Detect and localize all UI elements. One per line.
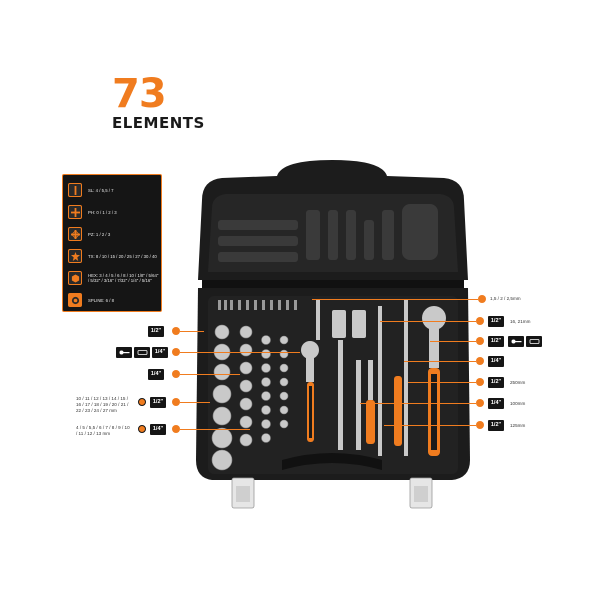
size-label: 1/2"	[488, 336, 504, 347]
size-label: 1/4"	[488, 398, 504, 409]
callout-line	[380, 321, 476, 322]
tool-case-image	[196, 160, 470, 509]
small-sockets-note: 4 / 5 / 5,5 / 6 / 7 / 8 / 9 / 10 / 11 / …	[76, 425, 130, 436]
bit-text: HEX: 3 / 4 / 5 / 6 / 8 / 10 / 1/8" / 5/6…	[88, 273, 159, 283]
bit-row-pozidriv: PZ: 1 / 2 / 3	[68, 225, 160, 243]
bits-legend-panel: SL: 4 / 5,5 / 7 PH: 0 / 1 / 2 / 3 PZ: 1 …	[62, 174, 162, 312]
spline-bit-icon	[68, 293, 82, 307]
callout-line	[180, 402, 210, 403]
bit-text: TX: 8 / 10 / 15 / 20 / 25 / 27 / 30 / 40	[88, 253, 157, 259]
socket-icon	[134, 347, 150, 358]
slotted-bit-icon	[68, 183, 82, 197]
hex-bit-icon	[68, 271, 82, 285]
size-label: 1/4"	[150, 424, 166, 435]
bit-row-hex: HEX: 3 / 4 / 5 / 6 / 8 / 10 / 1/8" / 5/6…	[68, 269, 160, 287]
size-note: 16, 21mm	[510, 319, 531, 324]
size-label: 1/2"	[150, 397, 166, 408]
headline: 73 ELEMENTS	[112, 74, 232, 132]
ratchet-icon	[508, 336, 524, 347]
callout-line	[360, 403, 476, 404]
callout-line	[384, 425, 476, 426]
bit-text: PH: 0 / 1 / 2 / 3	[88, 209, 117, 215]
callout-dot	[172, 370, 180, 378]
bit-text: SPLINE: 6 / 8	[88, 297, 115, 303]
element-word: ELEMENTS	[112, 114, 205, 132]
callout-dot	[476, 317, 484, 325]
size-label: 1/4"	[488, 356, 504, 367]
callout-dot	[172, 425, 180, 433]
bit-row-torx: TX: 8 / 10 / 15 / 20 / 25 / 27 / 30 / 40	[68, 247, 160, 265]
callout-dot	[172, 327, 180, 335]
callout-line	[404, 361, 476, 362]
callout-dot	[172, 348, 180, 356]
large-sockets-note: 10 / 11 / 12 / 13 / 14 / 15 / 16 / 17 / …	[76, 396, 129, 413]
ratchet-icon	[116, 347, 132, 358]
callout-line	[180, 374, 240, 375]
callout-line	[312, 299, 478, 300]
phillips-bit-icon	[68, 205, 82, 219]
size-label: 1/2"	[148, 326, 164, 337]
callout-dot	[172, 398, 180, 406]
pozidriv-bit-icon	[68, 227, 82, 241]
callout-dot	[476, 421, 484, 429]
size-label: 1/2"	[488, 420, 504, 431]
callout-dot	[138, 398, 146, 406]
bit-row-slotted: SL: 4 / 5,5 / 7	[68, 181, 160, 199]
callout-line	[180, 331, 204, 332]
hex-keys-note: 1,5 / 2 / 2,5mm	[490, 296, 521, 301]
bit-row-phillips: PH: 0 / 1 / 2 / 3	[68, 203, 160, 221]
callout-dot	[476, 378, 484, 386]
size-note: 100mm	[510, 401, 526, 406]
size-note: 250mm	[510, 380, 526, 385]
callout-line	[180, 352, 300, 353]
callout-dot	[476, 337, 484, 345]
element-count: 73	[112, 71, 167, 117]
size-label: 1/2"	[488, 316, 504, 327]
callout-dot	[476, 357, 484, 365]
size-note: 125mm	[510, 423, 526, 428]
callout-line	[408, 382, 476, 383]
bit-text: SL: 4 / 5,5 / 7	[88, 187, 114, 193]
bit-row-spline: SPLINE: 6 / 8	[68, 291, 160, 309]
callout-line	[430, 341, 476, 342]
size-label: 1/4"	[152, 347, 168, 358]
socket-icon	[526, 336, 542, 347]
callout-line	[180, 429, 250, 430]
callout-dot	[476, 399, 484, 407]
size-label: 1/2"	[488, 377, 504, 388]
torx-bit-icon	[68, 249, 82, 263]
callout-dot	[138, 425, 146, 433]
callout-dot	[478, 295, 486, 303]
bit-text: PZ: 1 / 2 / 3	[88, 231, 111, 237]
size-label: 1/4"	[148, 369, 164, 380]
